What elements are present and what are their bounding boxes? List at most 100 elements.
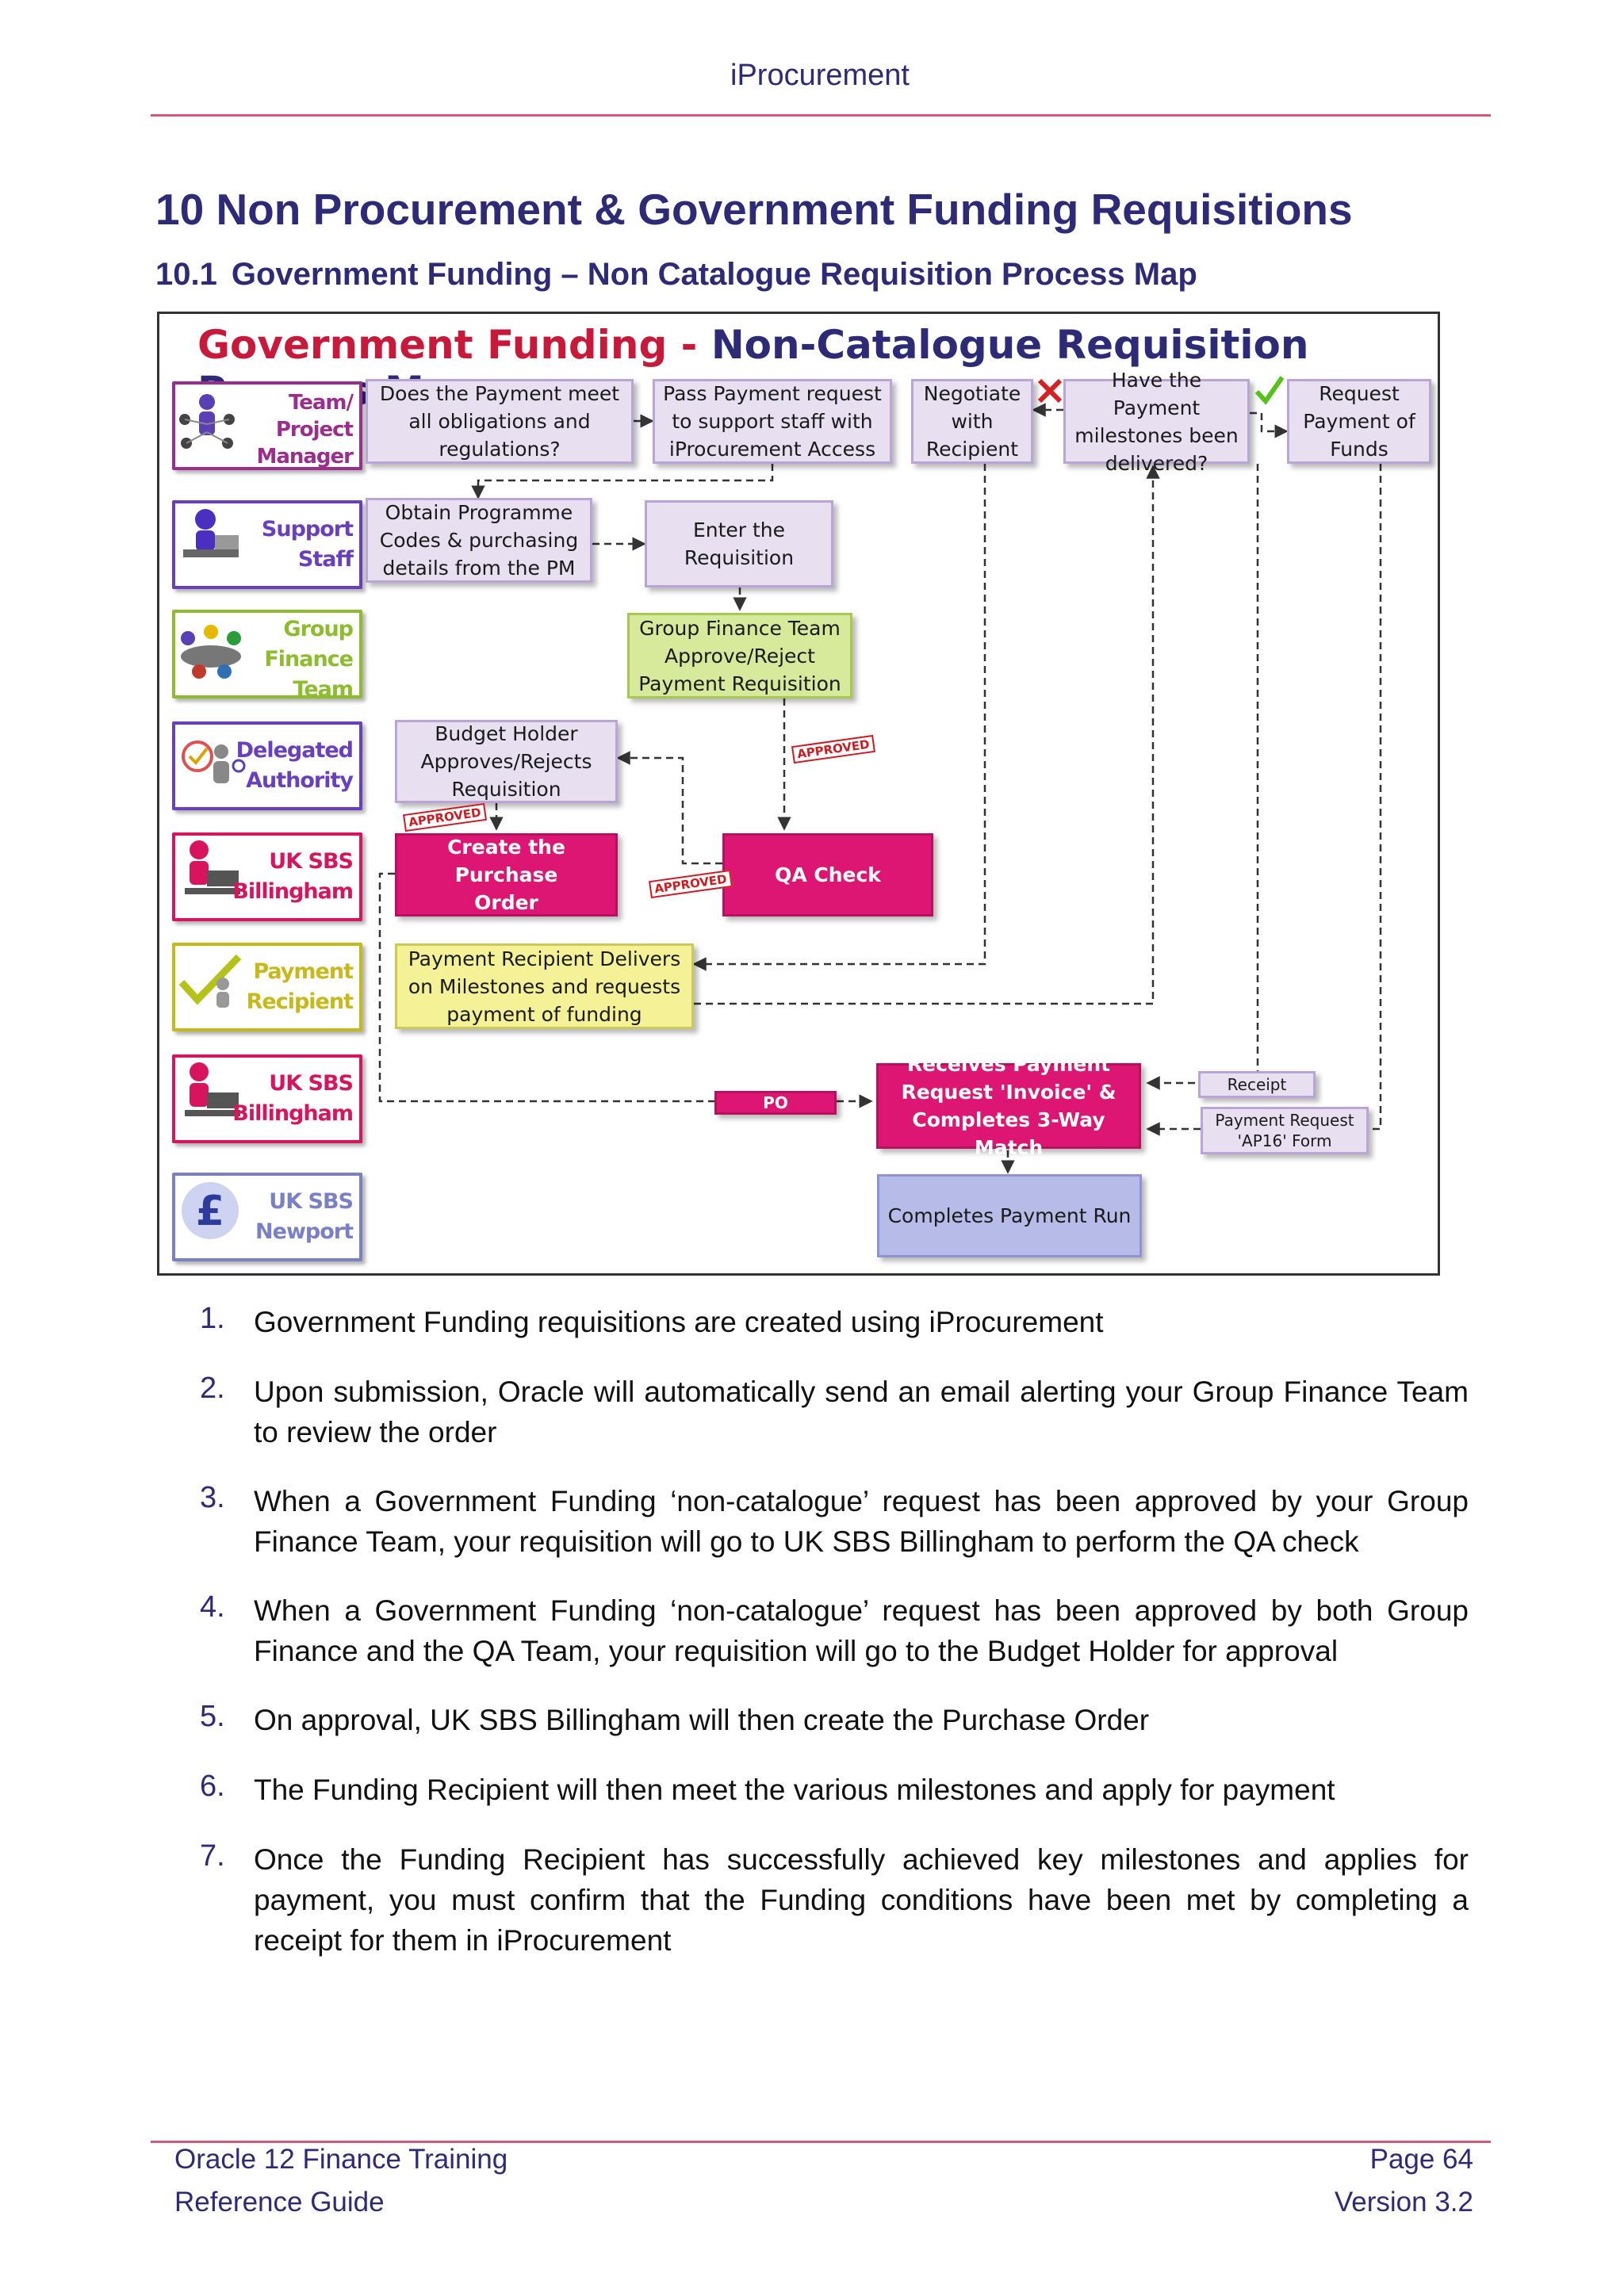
box-line: Have the Payment (1111, 368, 1202, 419)
box-negotiate-recipient: Negotiate with Recipient (911, 379, 1033, 464)
list-number: 2. (200, 1372, 225, 1405)
box-line: Recipient (925, 438, 1019, 461)
section-heading: 10 Non Procurement & Government Funding … (155, 185, 1353, 234)
list-text: Once the Funding Recipient has successfu… (254, 1843, 1469, 1957)
box-line: Obtain Programme (385, 501, 573, 524)
lane-uk-sbs-newport: £ UK SBS Newport (172, 1173, 362, 1261)
lane-label-1: Team/ (288, 391, 354, 415)
box-obtain-programme-codes: Obtain Programme Codes & purchasing deta… (366, 498, 592, 583)
lane-label-2: Recipient (246, 989, 354, 1014)
team-manager-icon (179, 394, 235, 449)
subsection-heading: 10.1 Government Funding – Non Catalogue R… (155, 257, 1197, 293)
list-number: 4. (200, 1590, 225, 1624)
box-qa-check: QA Check (722, 833, 933, 916)
list-number: 7. (200, 1839, 225, 1873)
uk-sbs-billingham-icon (185, 840, 240, 894)
lane-label-1: Delegated (236, 738, 354, 763)
lane-delegated-authority: Delegated Authority (172, 721, 362, 810)
box-payment-obligations: Does the Payment meet all obligations an… (366, 379, 634, 464)
box-line: Payment of (1303, 410, 1415, 433)
box-line: Group Finance Team (639, 616, 841, 640)
box-line: milestones been (1074, 423, 1239, 447)
lane-team-project-manager: Team/ Project Manager (172, 381, 362, 470)
box-line: delivered? (1105, 451, 1208, 475)
list-text: Upon submission, Oracle will automatical… (254, 1376, 1469, 1448)
lane-label-3: Manager (256, 445, 354, 469)
list-number: 5. (200, 1700, 225, 1733)
box-line: Funds (1330, 438, 1388, 461)
lane-label-1: Support (261, 517, 354, 541)
lane-group-finance-team: Group Finance Team (172, 610, 362, 702)
lane-label-3: Team (293, 677, 354, 702)
header-rule (151, 114, 1491, 117)
footer-course-name: Oracle 12 Finance Training (174, 2144, 508, 2175)
list-text: The Funding Recipient will then meet the… (254, 1774, 1335, 1806)
process-map-diagram: Government Funding - Non-Catalogue Requi… (157, 312, 1440, 1276)
lane-label-1: UK SBS (269, 1071, 354, 1096)
box-line: payment of funding (446, 1002, 642, 1026)
list-text: When a Government Funding ‘non-catalogue… (254, 1485, 1469, 1558)
lane-label-2: Project (275, 418, 354, 442)
footer-version: Version 3.2 (1334, 2187, 1473, 2218)
subsection-number: 10.1 (155, 257, 217, 292)
box-line: Request 'Invoice' & (901, 1081, 1116, 1104)
box-line: details from the PM (382, 557, 576, 580)
box-line: Enter the (692, 519, 786, 541)
box-group-finance-approve: Group Finance Team Approve/Reject Paymen… (627, 613, 852, 698)
box-line: regulations? (439, 438, 561, 461)
box-request-payment-funds: Request Payment of Funds (1287, 379, 1431, 464)
cross-mark-icon (1037, 378, 1063, 404)
box-line: to support staff with (672, 410, 873, 433)
box-line: Negotiate (923, 382, 1021, 405)
lane-label-1: UK SBS (269, 849, 354, 874)
box-completes-payment-run: Completes Payment Run (877, 1174, 1142, 1257)
svg-text:£: £ (196, 1188, 224, 1235)
box-line: 'AP16' Form (1237, 1131, 1332, 1150)
box-line: QA Check (775, 863, 881, 886)
box-receipt: Receipt (1198, 1071, 1316, 1098)
lane-label-2: Billingham (232, 879, 354, 904)
box-line: Receives Payment (906, 1053, 1111, 1076)
box-line: with (951, 410, 994, 433)
lane-label-2: Finance (264, 647, 354, 672)
footer-guide-type: Reference Guide (174, 2187, 385, 2218)
pound-sign-icon: £ (182, 1182, 239, 1239)
box-line: Does the Payment meet (379, 382, 620, 405)
box-ap16-form: Payment Request 'AP16' Form (1201, 1107, 1369, 1154)
box-milestones-delivered: Have the Payment milestones been deliver… (1063, 369, 1250, 475)
subsection-title: Government Funding – Non Catalogue Requi… (231, 257, 1197, 292)
box-line: Completes 3-Way Match (912, 1108, 1105, 1159)
list-text: On approval, UK SBS Billingham will then… (254, 1704, 1150, 1736)
box-line: Pass Payment request (663, 382, 882, 405)
box-po: PO (714, 1091, 837, 1115)
list-text: Government Funding requisitions are crea… (254, 1306, 1104, 1338)
box-line: Receipt (1227, 1075, 1287, 1094)
lane-uk-sbs-billingham-1: UK SBS Billingham (172, 832, 362, 921)
list-text: When a Government Funding ‘non-catalogue… (254, 1594, 1469, 1667)
lane-uk-sbs-billingham-2: UK SBS Billingham (172, 1054, 362, 1143)
box-line: Payment Recipient Delivers (408, 947, 681, 970)
box-create-purchase-order: Create the Purchase Order (395, 833, 618, 916)
lane-label-2: Billingham (232, 1101, 354, 1126)
box-line: Order (474, 891, 538, 914)
box-recipient-delivers: Payment Recipient Delivers on Milestones… (395, 943, 694, 1029)
box-line: Payment Request (1215, 1111, 1354, 1130)
diagram-title-part1: Government Funding - (197, 322, 711, 368)
box-line: Payment Requisition (638, 672, 841, 695)
lane-label-1: UK SBS (269, 1189, 354, 1214)
lane-label-1: Payment (253, 959, 354, 984)
footer-rule (151, 2141, 1491, 2143)
box-line: iProcurement Access (668, 438, 876, 461)
payment-recipient-icon (178, 954, 242, 1008)
lane-label-2: Newport (255, 1219, 354, 1244)
box-line: Completes Payment Run (887, 1204, 1132, 1227)
footer-page-number: Page 64 (1369, 2144, 1473, 2175)
support-staff-icon (183, 509, 239, 557)
box-line: Requisition (684, 546, 795, 569)
lane-label-1: Group (283, 617, 354, 641)
box-line: Approves/Rejects (420, 750, 592, 773)
delegated-authority-icon (182, 740, 246, 783)
box-pass-payment-request: Pass Payment request to support staff wi… (653, 379, 892, 464)
box-budget-holder-approves: Budget Holder Approves/Rejects Requisiti… (395, 720, 618, 803)
list-number: 3. (200, 1481, 225, 1514)
